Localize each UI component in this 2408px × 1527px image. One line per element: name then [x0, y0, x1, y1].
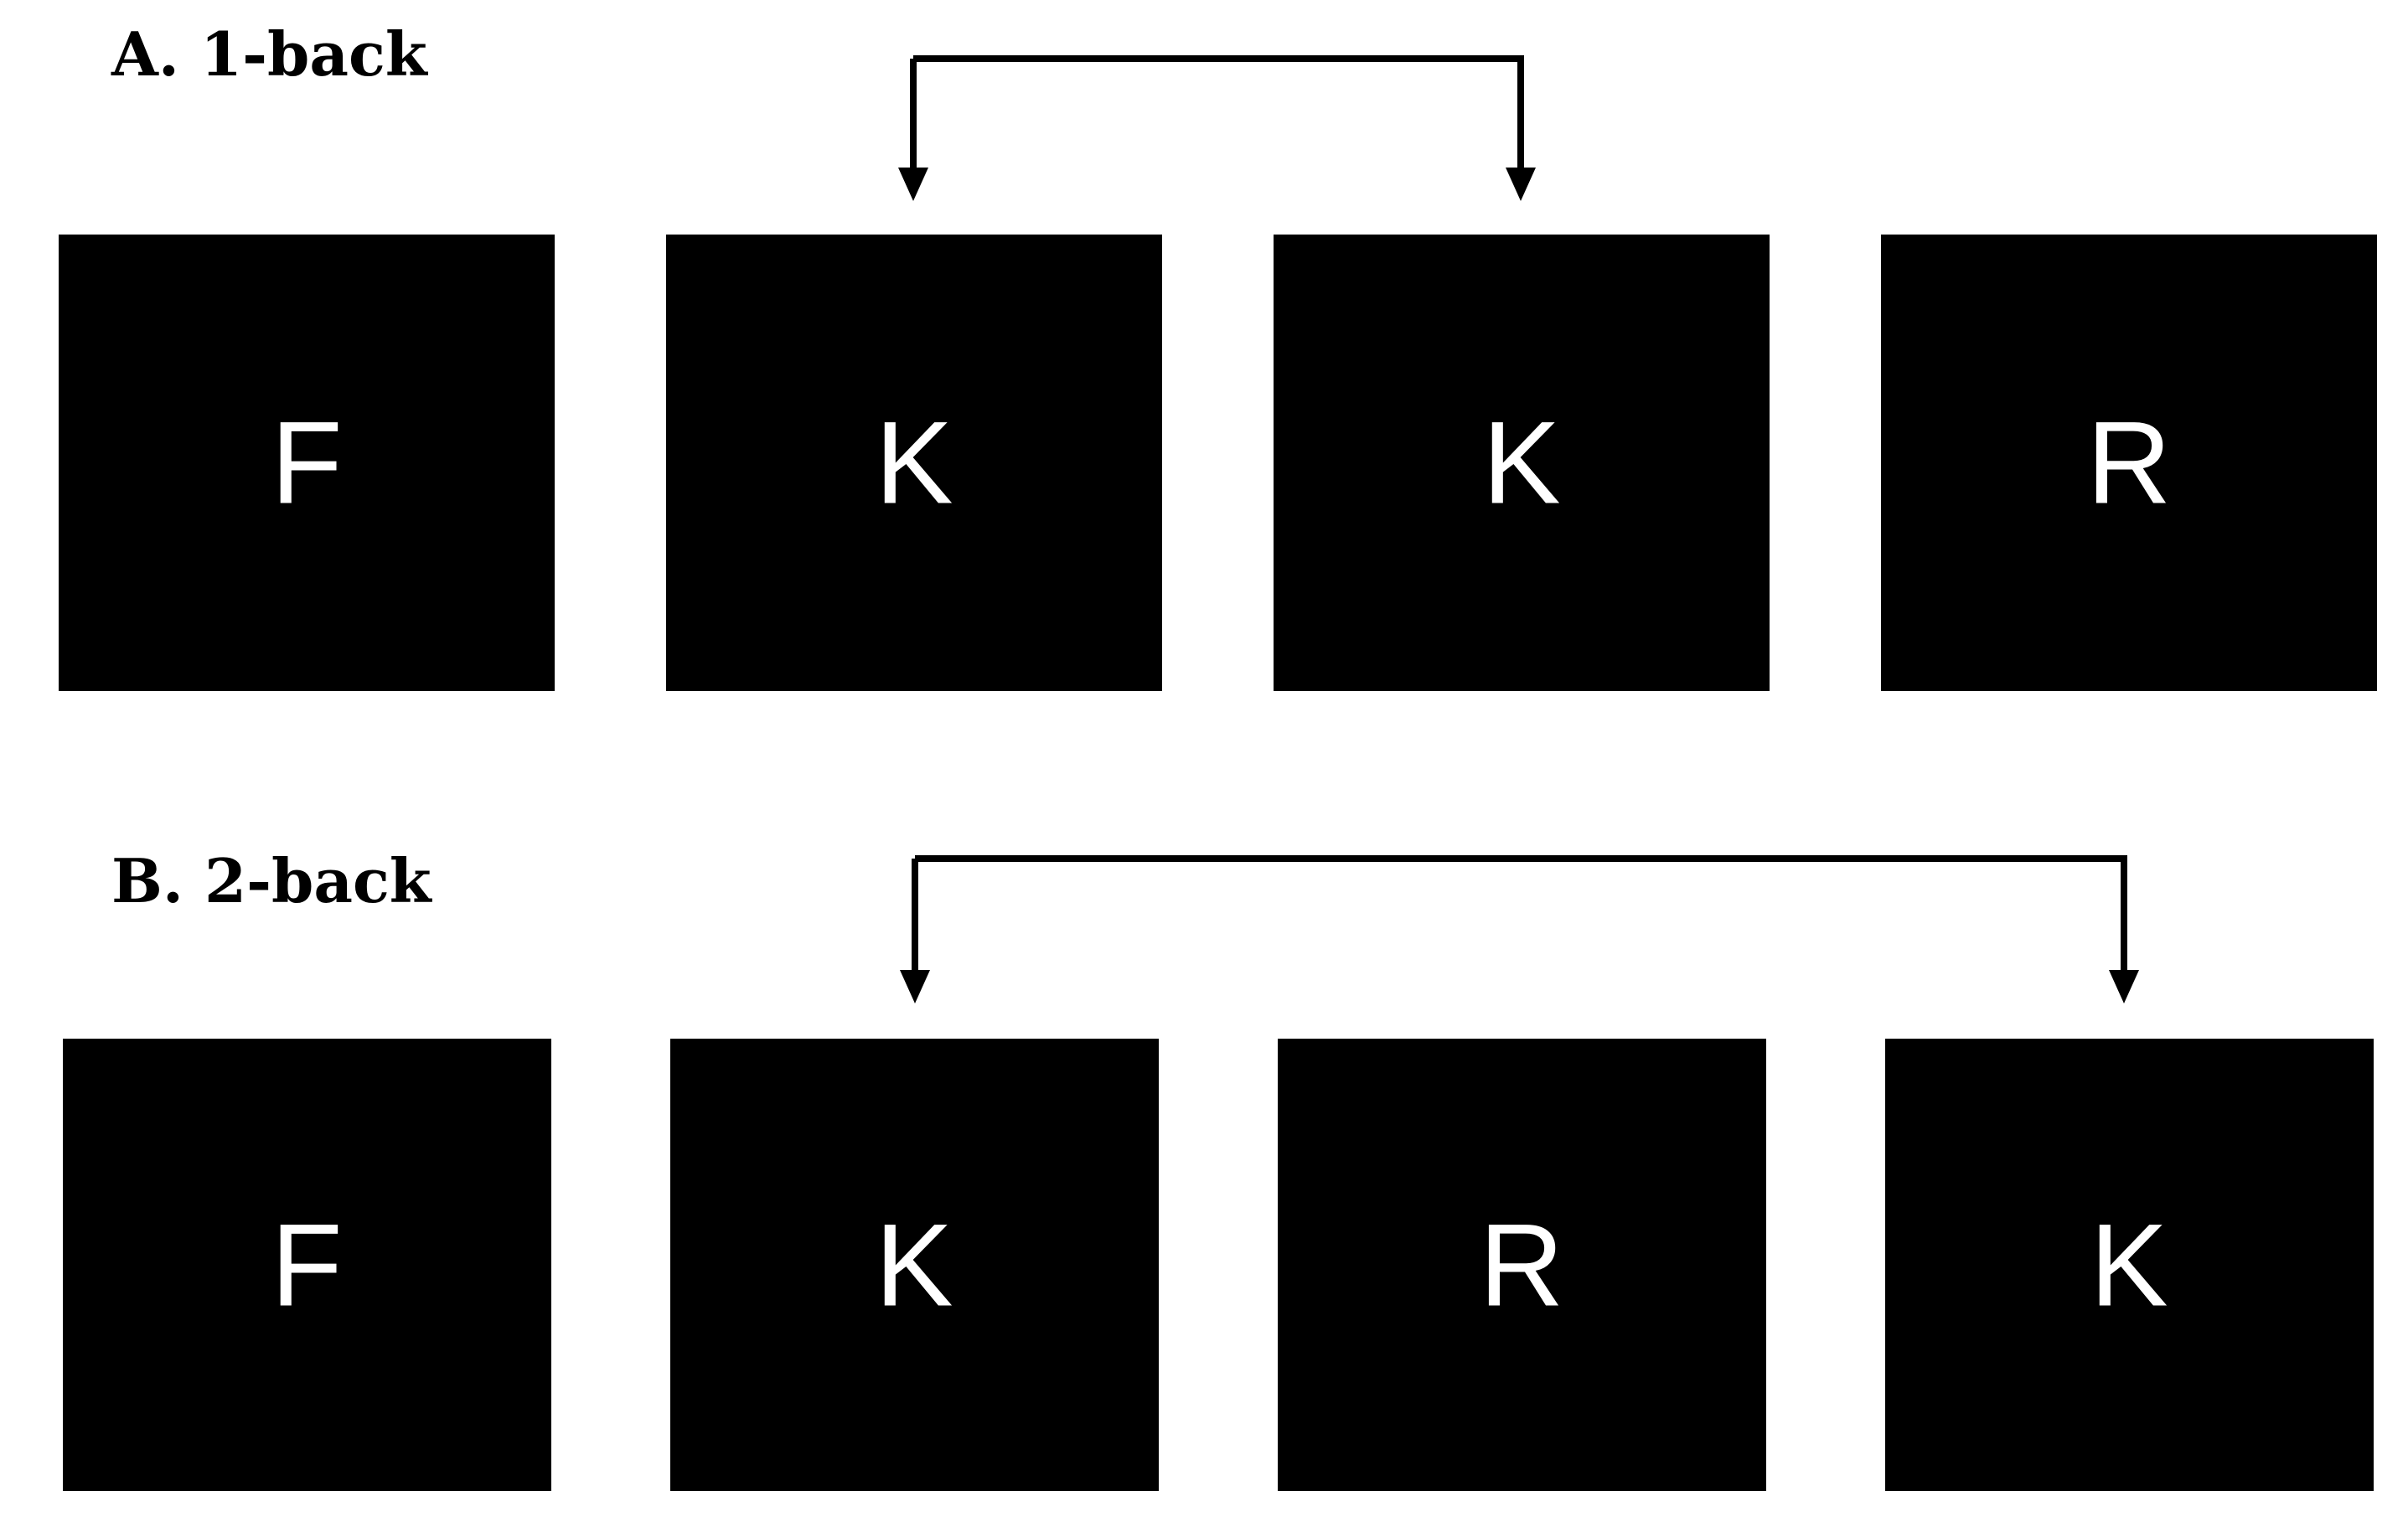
panel-a-stimulus-4: R	[1881, 235, 2377, 691]
stimulus-box	[666, 235, 1162, 691]
panel-a: A. 1-back F K K R	[59, 18, 2377, 691]
panel-a-stimulus-1: F	[59, 235, 555, 691]
panel-a-stimulus-3: K	[1274, 235, 1770, 691]
panel-b-arrow-right	[2109, 970, 2139, 1003]
stimulus-letter: R	[1479, 1199, 1563, 1331]
stimulus-box	[1885, 1039, 2374, 1491]
panel-b-stimulus-1: F	[63, 1039, 551, 1491]
stimulus-box	[59, 235, 555, 691]
panel-b-stimulus-3: R	[1278, 1039, 1766, 1491]
stimulus-letter: F	[271, 1199, 343, 1331]
panel-b-match-bracket	[912, 855, 2127, 976]
stimulus-letter: F	[271, 397, 343, 529]
panel-a-arrow-left	[898, 168, 928, 201]
stimulus-letter: K	[1482, 397, 1560, 529]
stimulus-letter: K	[875, 397, 953, 529]
panel-a-stimulus-2: K	[666, 235, 1162, 691]
stimulus-box	[1274, 235, 1770, 691]
stimulus-letter: K	[875, 1199, 953, 1331]
panel-a-arrow-right	[1506, 168, 1536, 201]
panel-b-title: B. 2-back	[111, 845, 433, 916]
panel-a-match-bracket	[910, 55, 1524, 176]
stimulus-letter: K	[2090, 1199, 2168, 1331]
panel-b: B. 2-back F K R K	[63, 845, 2374, 1491]
panel-b-stimulus-4: K	[1885, 1039, 2374, 1491]
panel-a-title: A. 1-back	[111, 18, 429, 90]
stimulus-box	[63, 1039, 551, 1491]
stimulus-box	[670, 1039, 1159, 1491]
stimulus-box	[1278, 1039, 1766, 1491]
stimulus-letter: R	[2086, 397, 2171, 529]
panel-b-stimulus-2: K	[670, 1039, 1159, 1491]
stimulus-box	[1881, 235, 2377, 691]
panel-b-arrow-left	[900, 970, 930, 1003]
